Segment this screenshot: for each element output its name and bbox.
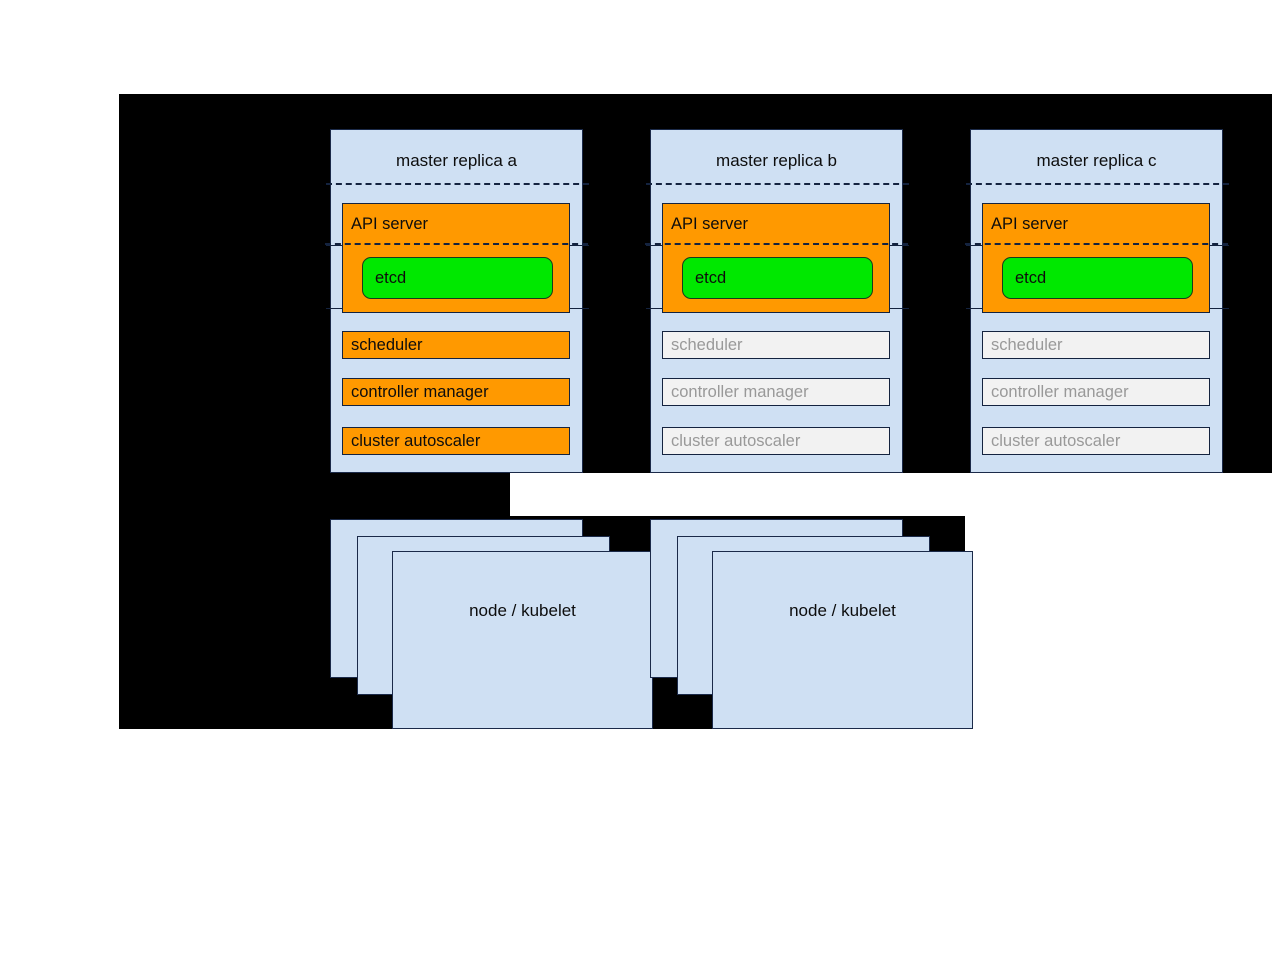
master-replica-title-a: master replica a bbox=[396, 151, 517, 170]
etcd-box-c[interactable]: etcd bbox=[1002, 257, 1193, 299]
controller-manager-label-b: controller manager bbox=[671, 382, 809, 401]
master-replica-title-c: master replica c bbox=[1036, 151, 1157, 170]
scheduler-label-a: scheduler bbox=[351, 335, 423, 354]
controller-manager-box-a[interactable]: controller manager bbox=[342, 378, 570, 406]
controller-manager-box-c[interactable]: controller manager bbox=[982, 378, 1210, 406]
cluster-autoscaler-box-a[interactable]: cluster autoscaler bbox=[342, 427, 570, 455]
scheduler-label-c: scheduler bbox=[991, 335, 1063, 354]
master-replica-title-b: master replica b bbox=[716, 151, 837, 170]
etcd-label-c: etcd bbox=[1015, 268, 1047, 287]
cluster-autoscaler-label-a: cluster autoscaler bbox=[351, 431, 481, 450]
controller-manager-label-a: controller manager bbox=[351, 382, 489, 401]
node-label-1: node / kubelet bbox=[469, 601, 576, 620]
replica-b-divider-top bbox=[646, 183, 909, 185]
etcd-label-a: etcd bbox=[375, 268, 407, 287]
cluster-autoscaler-label-b: cluster autoscaler bbox=[671, 431, 801, 450]
node-card-front-1[interactable]: node / kubelet bbox=[392, 551, 653, 729]
node-card-front-2[interactable]: node / kubelet bbox=[712, 551, 973, 729]
etcd-box-b[interactable]: etcd bbox=[682, 257, 873, 299]
cluster-autoscaler-label-c: cluster autoscaler bbox=[991, 431, 1121, 450]
api-server-label-c: API server bbox=[991, 215, 1069, 233]
scheduler-box-b[interactable]: scheduler bbox=[662, 331, 890, 359]
replica-a-divider-top bbox=[326, 183, 589, 185]
scheduler-box-a[interactable]: scheduler bbox=[342, 331, 570, 359]
controller-manager-label-c: controller manager bbox=[991, 382, 1129, 401]
replica-a-dashed-over-api bbox=[325, 243, 588, 245]
controller-manager-box-b[interactable]: controller manager bbox=[662, 378, 890, 406]
etcd-box-a[interactable]: etcd bbox=[362, 257, 553, 299]
scheduler-label-b: scheduler bbox=[671, 335, 743, 354]
replica-b-dashed-over-api bbox=[645, 243, 908, 245]
cluster-autoscaler-box-c[interactable]: cluster autoscaler bbox=[982, 427, 1210, 455]
replica-c-divider-top bbox=[966, 183, 1229, 185]
api-server-label-b: API server bbox=[671, 215, 749, 233]
replica-c-dashed-over-api bbox=[965, 243, 1228, 245]
scheduler-box-c[interactable]: scheduler bbox=[982, 331, 1210, 359]
etcd-label-b: etcd bbox=[695, 268, 727, 287]
cluster-autoscaler-box-b[interactable]: cluster autoscaler bbox=[662, 427, 890, 455]
node-label-2: node / kubelet bbox=[789, 601, 896, 620]
api-server-label-a: API server bbox=[351, 215, 429, 233]
